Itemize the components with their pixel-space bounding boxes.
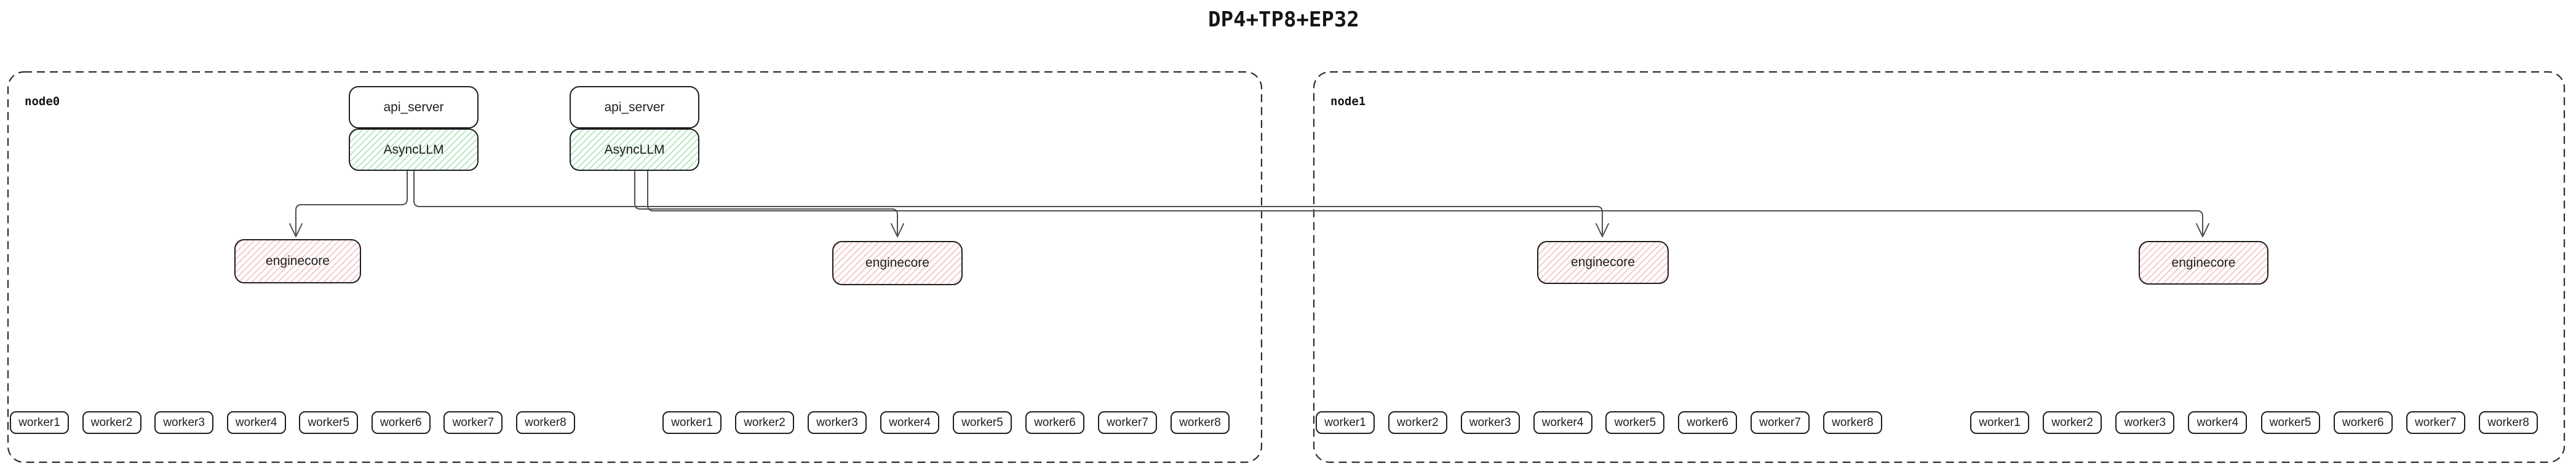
- worker-box: worker8: [2478, 411, 2538, 434]
- worker-box: worker6: [1678, 411, 1738, 434]
- worker-box: worker6: [2333, 411, 2393, 434]
- worker-box: worker4: [880, 411, 939, 434]
- worker-box: worker3: [1460, 411, 1520, 434]
- worker-box: worker4: [2188, 411, 2248, 434]
- api-server-box-1: api_server: [349, 86, 479, 128]
- worker-box: worker8: [1823, 411, 1882, 434]
- worker-box: worker4: [1533, 411, 1592, 434]
- node0-container: node0: [7, 71, 1262, 463]
- worker-box: worker1: [10, 411, 69, 434]
- worker-box: worker4: [226, 411, 286, 434]
- worker-box: worker5: [953, 411, 1012, 434]
- worker-box: worker2: [1388, 411, 1447, 434]
- worker-box: worker1: [1316, 411, 1375, 434]
- worker-box: worker3: [154, 411, 214, 434]
- worker-box: worker8: [1171, 411, 1230, 434]
- worker-box: worker8: [515, 411, 575, 434]
- enginecore-box-2: enginecore: [832, 241, 963, 285]
- worker-box: worker6: [371, 411, 431, 434]
- worker-box: worker7: [443, 411, 503, 434]
- node1-worker-group-1: worker1 worker2 worker3 worker4 worker5 …: [1316, 411, 1882, 434]
- node0-worker-group-1: worker1 worker2 worker3 worker4 worker5 …: [10, 411, 575, 434]
- enginecore-box-1: enginecore: [234, 239, 361, 283]
- node1-container: node1: [1313, 71, 2565, 463]
- worker-box: worker6: [1025, 411, 1084, 434]
- worker-box: worker2: [82, 411, 141, 434]
- enginecore-box-3: enginecore: [1537, 241, 1669, 284]
- enginecore-box-4: enginecore: [2139, 241, 2268, 285]
- worker-box: worker5: [299, 411, 359, 434]
- worker-box: worker7: [1751, 411, 1810, 434]
- worker-box: worker1: [662, 411, 722, 434]
- asyncllm-box-1: AsyncLLM: [349, 128, 479, 171]
- worker-box: worker3: [808, 411, 867, 434]
- asyncllm-box-2: AsyncLLM: [570, 128, 699, 171]
- api-server-box-2: api_server: [570, 86, 699, 128]
- diagram-title: DP4+TP8+EP32: [1208, 7, 1359, 32]
- worker-box: worker3: [2115, 411, 2175, 434]
- worker-box: worker2: [2043, 411, 2102, 434]
- node0-worker-group-2: worker1 worker2 worker3 worker4 worker5 …: [662, 411, 1230, 434]
- worker-box: worker7: [1098, 411, 1157, 434]
- worker-box: worker5: [2260, 411, 2320, 434]
- worker-box: worker7: [2406, 411, 2465, 434]
- worker-box: worker5: [1605, 411, 1665, 434]
- node1-label: node1: [1330, 95, 1366, 108]
- worker-box: worker2: [735, 411, 794, 434]
- node1-worker-group-2: worker1 worker2 worker3 worker4 worker5 …: [1970, 411, 2538, 434]
- worker-box: worker1: [1970, 411, 2029, 434]
- node0-label: node0: [25, 95, 60, 108]
